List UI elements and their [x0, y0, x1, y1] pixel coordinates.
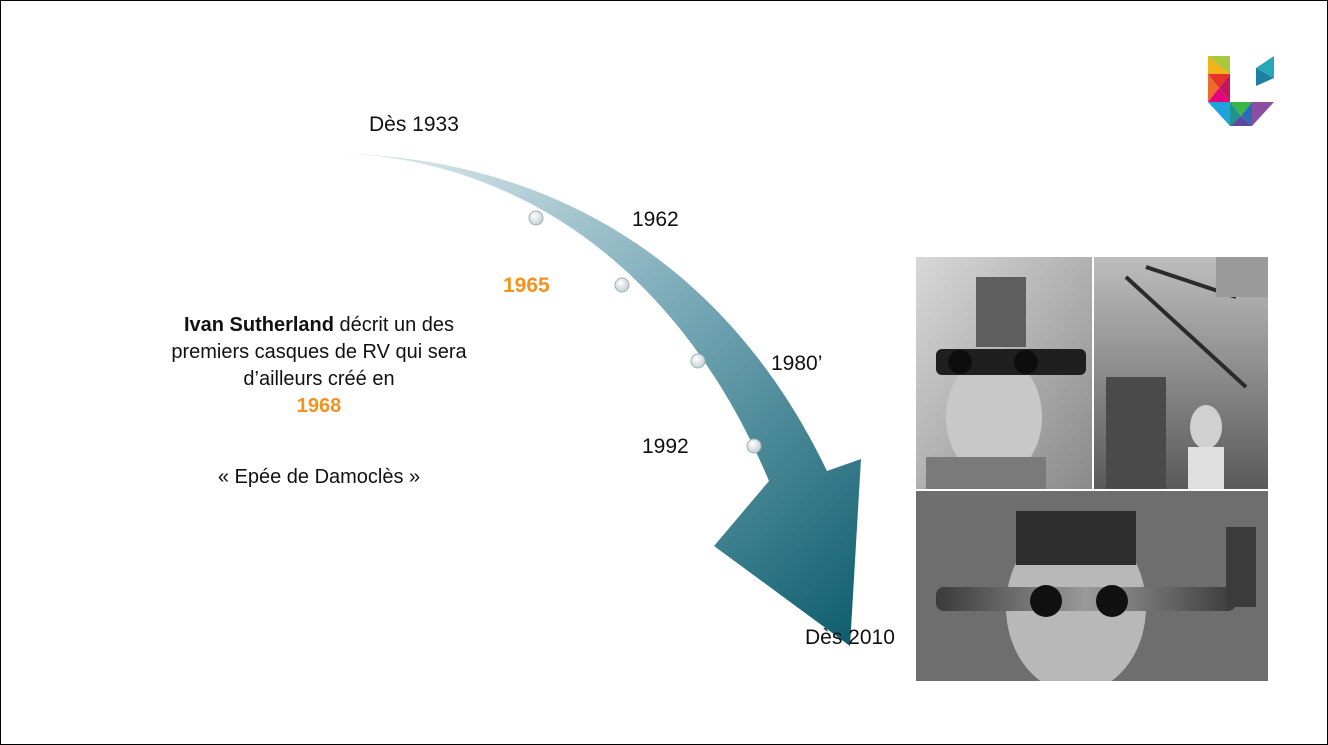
label-1980: 1980’	[771, 352, 823, 375]
milestone-dot-1992	[746, 438, 762, 454]
university-logo-icon	[1208, 56, 1274, 126]
label-1965: 1965	[503, 274, 550, 297]
description-text: décrit un des premiers casques de RV qui…	[171, 314, 467, 390]
label-1962: 1962	[632, 208, 679, 231]
milestone-dot-1980	[690, 353, 706, 369]
photo-top-right	[1094, 257, 1268, 489]
photo-bottom	[916, 491, 1268, 681]
milestone-dot-1965	[614, 277, 630, 293]
damocles-quote: « Epée de Damoclès »	[217, 466, 421, 488]
milestone-dot-1962	[528, 210, 544, 226]
person-name: Ivan Sutherland	[183, 314, 334, 336]
label-1933: Dès 1933	[369, 113, 459, 136]
arrow-body	[337, 153, 861, 646]
label-2010: Dès 2010	[805, 626, 895, 649]
sutherland-description: Ivan Sutherland décrit un des premiers c…	[169, 312, 469, 420]
hmd-photo-panel	[916, 257, 1268, 681]
year-1968: 1968	[296, 395, 342, 417]
photo-top-left	[916, 257, 1092, 489]
label-1992: 1992	[642, 435, 689, 458]
